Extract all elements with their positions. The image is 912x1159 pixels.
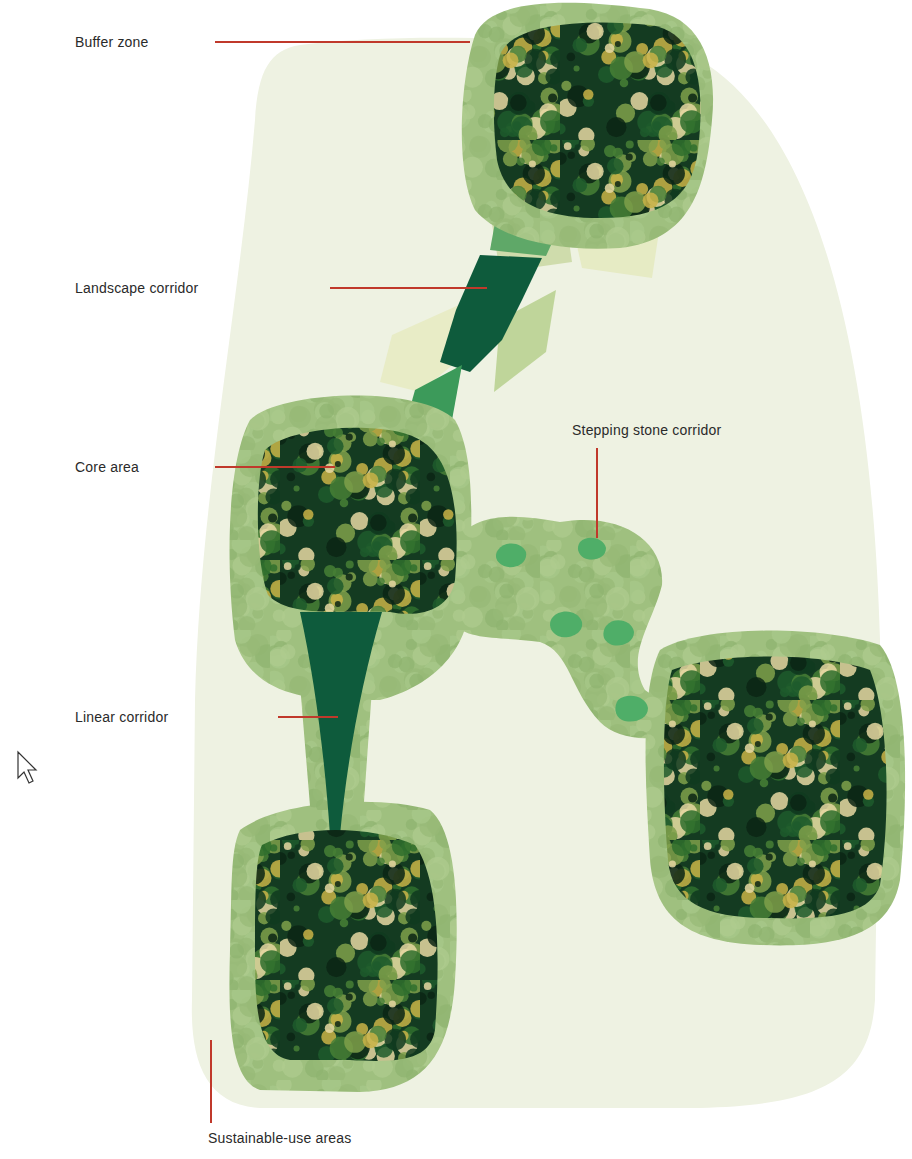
part-label: Buffer zone [75, 33, 149, 51]
stepping-stones [496, 538, 648, 722]
buffer-zone [646, 631, 906, 946]
core-area [255, 830, 438, 1061]
core-area [258, 428, 457, 614]
core-area [664, 657, 887, 919]
part-label: Core area [75, 458, 139, 476]
part-label: Sustainable-use areas [208, 1129, 352, 1147]
part-label: Linear corridor [75, 708, 168, 726]
part-label: Landscape corridor [75, 279, 198, 297]
core-area [494, 23, 701, 218]
buffer-zone [229, 802, 456, 1092]
mouse-cursor [18, 752, 36, 783]
landscape-corridor [440, 255, 542, 372]
leader-lines [211, 42, 597, 1123]
linear-corridor [300, 612, 382, 835]
buffer-zone [462, 3, 713, 249]
part-label: Stepping stone corridor [572, 421, 721, 439]
